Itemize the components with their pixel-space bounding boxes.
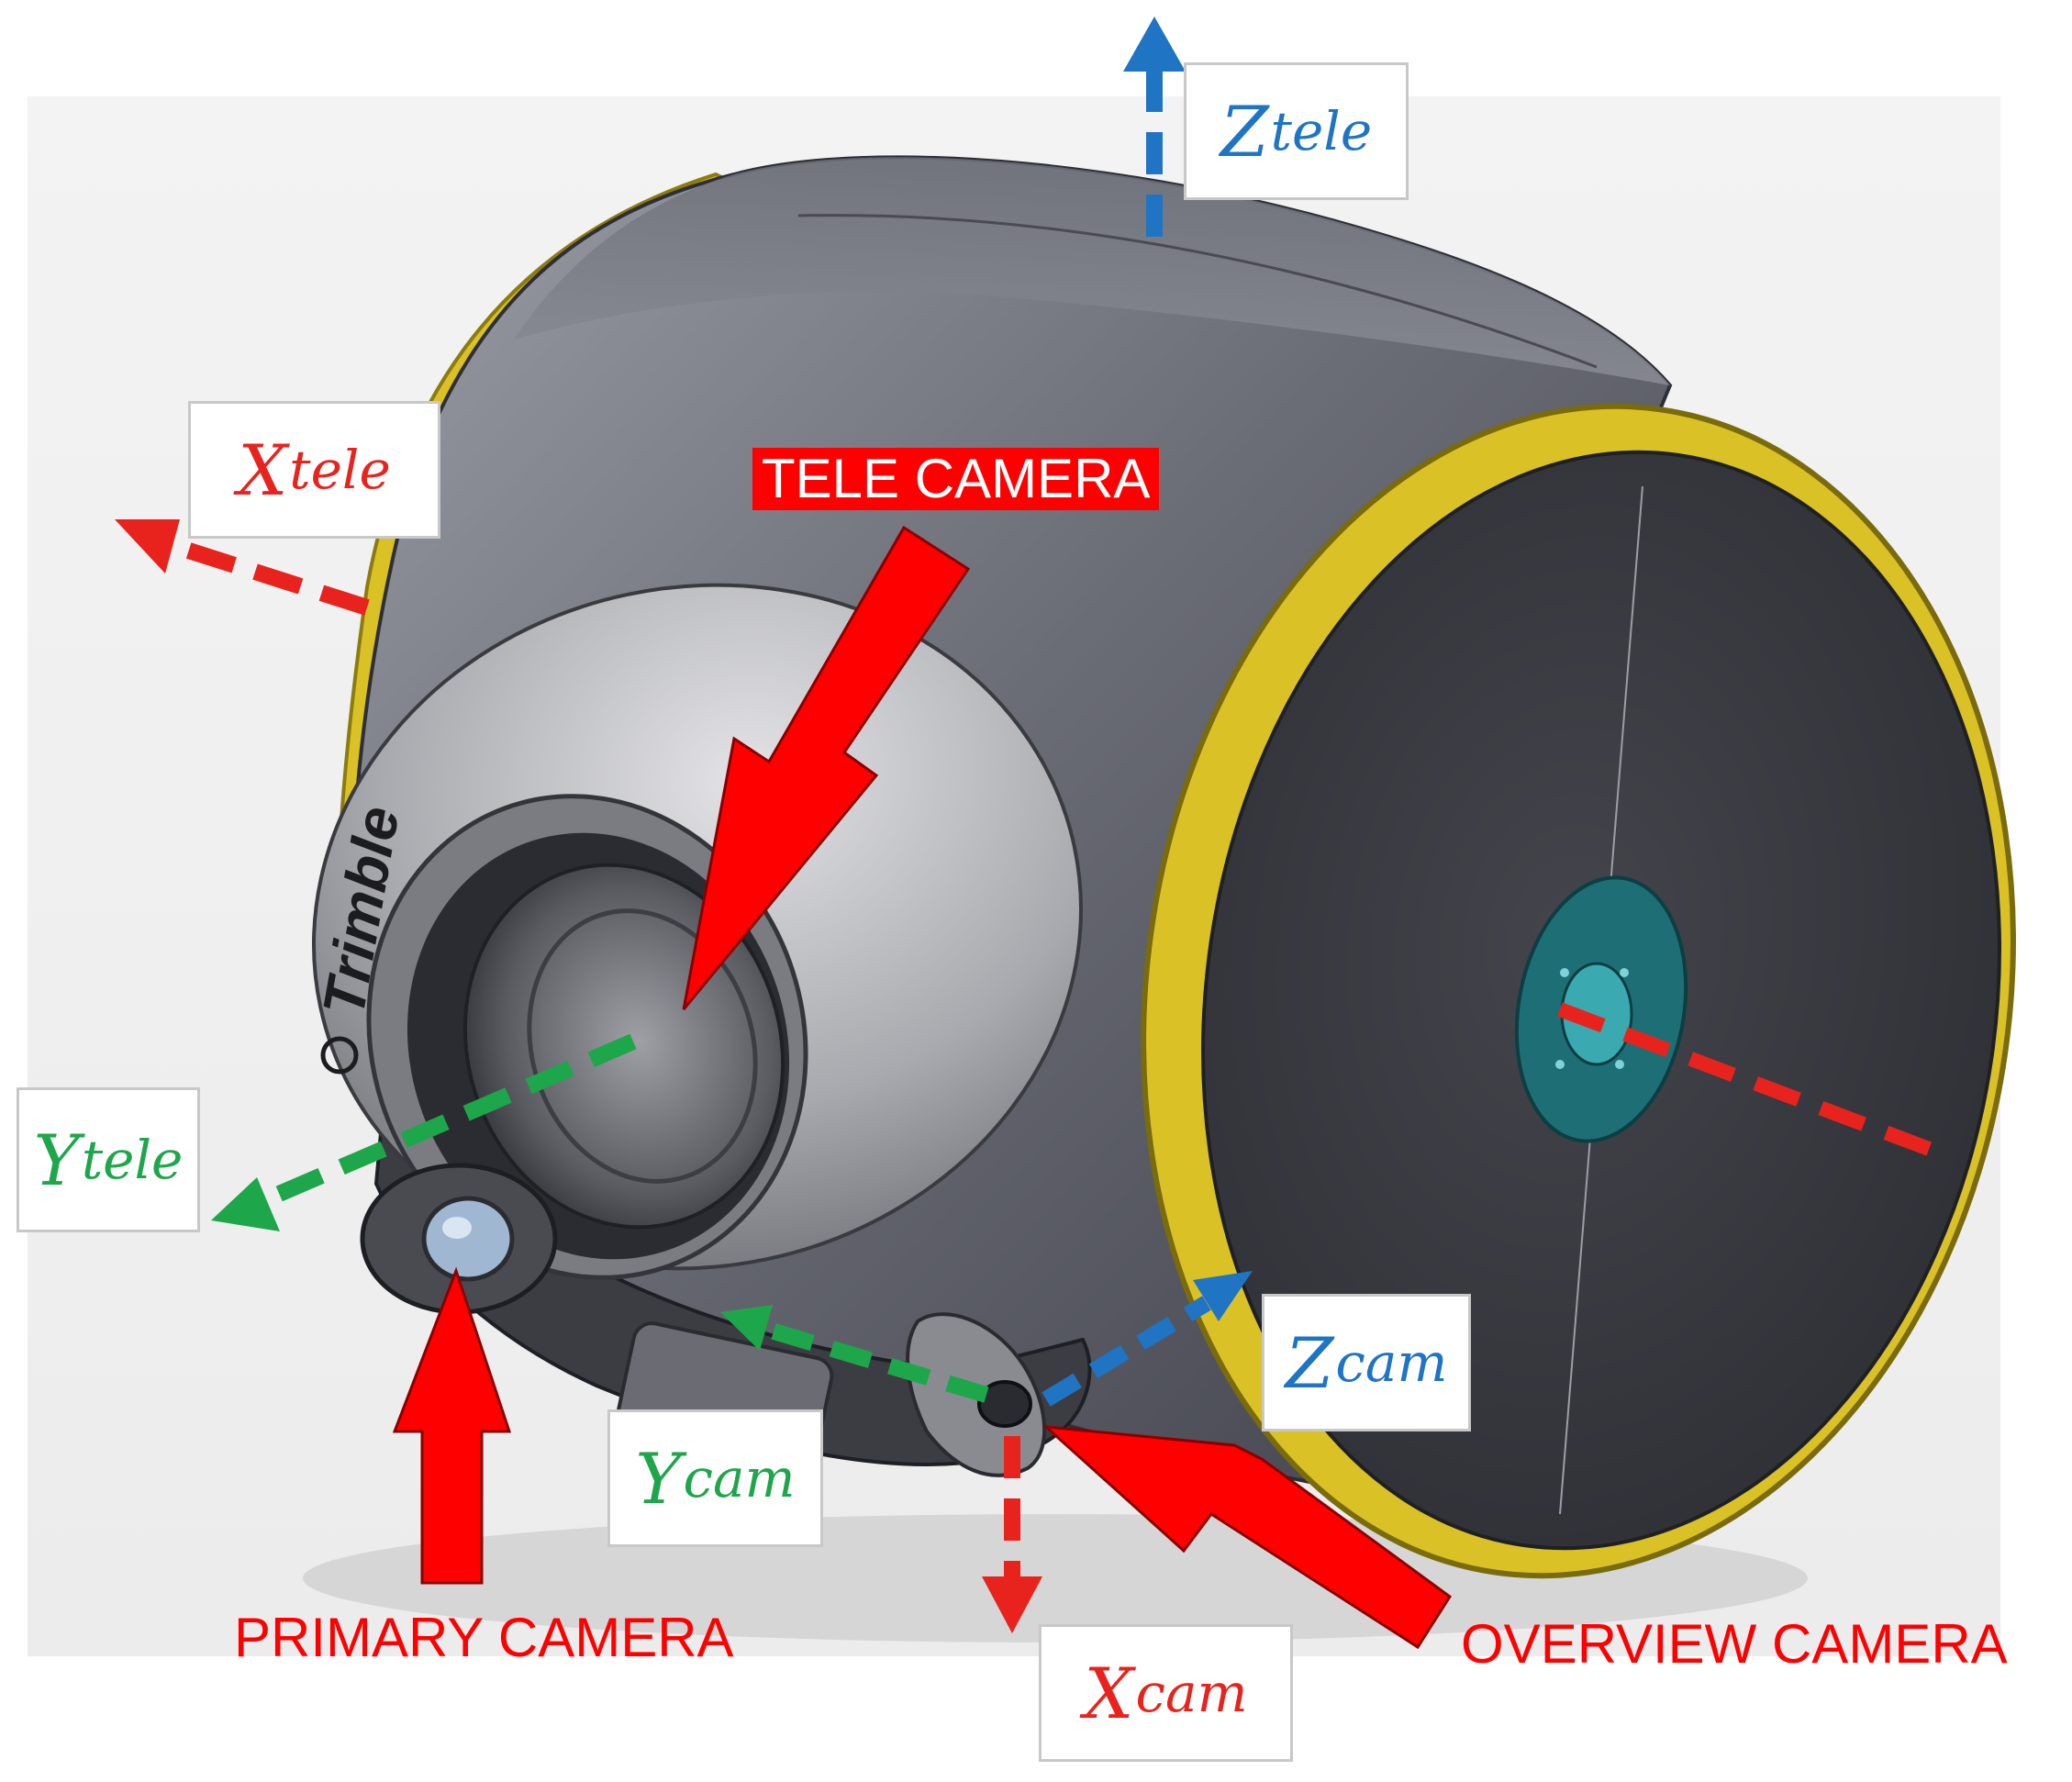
primary-camera-label: PRIMARY CAMERA [234,1607,734,1668]
x-tele-axis-arrow [115,519,370,616]
z-tele-symbol: Z [1220,90,1269,173]
overview-camera-callout-arrow [1042,1425,1453,1650]
z-tele-subscript: tele [1270,100,1373,162]
overview-camera-label: OVERVIEW CAMERA [1461,1613,2008,1675]
y-tele-symbol: Y [33,1119,80,1201]
z-tele-axis-arrow [1123,17,1186,237]
trimble-logo-mark [320,1036,359,1075]
x-tele-subscript: tele [289,439,391,501]
x-cam-axis-arrow [982,1436,1042,1633]
top-seam [797,214,1598,369]
x-cam-subscript: cam [1135,1662,1248,1724]
mount-hole-2 [1620,968,1629,977]
overview-camera-lens [977,1380,1032,1428]
primary-camera-glint [442,1217,472,1239]
z-cam-subscript: cam [1335,1331,1448,1394]
tele-camera-callout-arrow [682,525,971,1010]
mount-hole-4 [1615,1060,1624,1069]
primary-camera-callout-arrow [392,1266,512,1585]
y-cam-subscript: cam [683,1447,796,1509]
y-cam-symbol: Y [635,1437,682,1520]
y-cam-axis-arrow [720,1305,989,1403]
x-cam-symbol: X [1084,1652,1134,1734]
y-tele-axis-arrow [211,1033,637,1231]
x-tele-symbol: X [238,429,288,511]
tele-camera-label: TELE CAMERA [752,448,1160,510]
z-cam-symbol: Z [1285,1321,1334,1404]
y-tele-subscript: tele [81,1129,184,1191]
primary-camera-lens [421,1196,515,1282]
mount-hole-1 [1560,968,1569,977]
mount-hole-3 [1555,1060,1565,1069]
z-cam-axis-arrow [1042,1271,1253,1407]
